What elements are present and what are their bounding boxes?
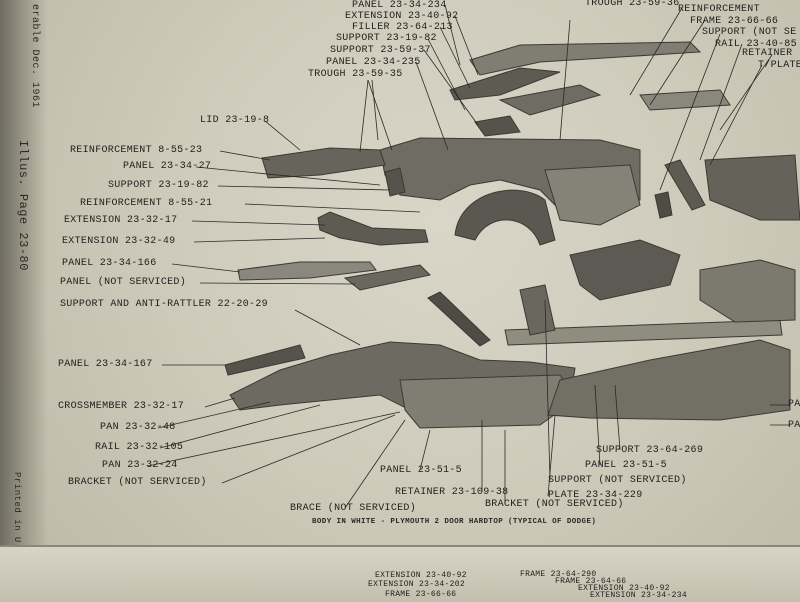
label-panel-23-34-166: PANEL 23-34-166 <box>62 258 157 269</box>
label-bracket-not-serviced-left: BRACKET (NOT SERVICED) <box>68 477 207 488</box>
figure-caption: BODY IN WHITE - PLYMOUTH 2 DOOR HARDTOP … <box>312 518 597 526</box>
extension-part <box>317 211 429 246</box>
label-panel-23-34-27: PANEL 23-34-27 <box>123 161 212 172</box>
label-pan-23-32-48: PAN 23-32-48 <box>100 422 176 433</box>
lower-label-extension-23-40-92: EXTENSION 23-40-92 <box>375 571 467 580</box>
lower-label-extension-23-34-202: EXTENSION 23-34-202 <box>368 580 465 589</box>
label-pa-1: PA <box>788 399 800 410</box>
rear-quarter-part <box>547 339 791 421</box>
front-apron-part <box>544 164 641 226</box>
label-lid-23-19-8: LID 23-19-8 <box>200 115 270 126</box>
label-support-anti-rattler: SUPPORT AND ANTI-RATTLER 22-20-29 <box>60 299 268 310</box>
label-panel-not-serviced: PANEL (NOT SERVICED) <box>60 277 187 288</box>
wheelhouse-part <box>454 189 556 246</box>
label-support-23-19-82-top: SUPPORT 23-19-82 <box>336 33 437 44</box>
lower-label-extension-23-34-234: EXTENSION 23-34-234 <box>590 591 687 600</box>
cowl-side-part <box>384 167 406 197</box>
reinforcement-small-part <box>664 159 706 211</box>
rear-floor-part <box>399 374 576 429</box>
label-support-not-se: SUPPORT (NOT SE <box>702 27 797 38</box>
label-reinforcement-right: REINFORCEMENT <box>678 4 760 15</box>
label-filler-23-64-213: FILLER 23-64-213 <box>352 22 453 33</box>
right-frame-part <box>704 154 800 221</box>
label-panel-23-34-235: PANEL 23-34-235 <box>326 57 421 68</box>
label-reinforcement-8-55-23: REINFORCEMENT 8-55-23 <box>70 145 203 156</box>
panel-166-part <box>237 261 377 281</box>
lower-label-frame-23-64-66: FRAME 23-64-66 <box>555 577 627 586</box>
label-support-not-serviced: SUPPORT (NOT SERVICED) <box>548 475 687 486</box>
support-rear-part <box>498 84 602 116</box>
lower-label-extension-23-40-92-right: EXTENSION 23-40-92 <box>578 584 670 593</box>
label-panel-23-34-234: PANEL 23-34-234 <box>352 0 447 11</box>
label-rail-23-40-85: RAIL 23-40-85 <box>715 39 797 50</box>
label-pa-2: PA <box>788 420 800 431</box>
lid-part <box>261 147 386 179</box>
pillar-part <box>519 284 556 336</box>
label-support-23-19-82: SUPPORT 23-19-82 <box>108 180 209 191</box>
rear-panel-part <box>699 259 796 323</box>
label-panel-23-51-5-right: PANEL 23-51-5 <box>585 460 667 471</box>
label-retainer-right: RETAINER <box>742 48 793 59</box>
label-retainer-23-109-38: RETAINER 23-109-38 <box>395 487 509 498</box>
support-small-part <box>474 115 521 137</box>
label-reinforcement-8-55-21: REINFORCEMENT 8-55-21 <box>80 198 213 209</box>
roof-rail-part <box>469 41 702 76</box>
label-bracket-not-serviced-right: BRACKET (NOT SERVICED) <box>485 499 624 510</box>
label-support-23-59-37: SUPPORT 23-59-37 <box>330 45 431 56</box>
book-gutter <box>0 0 48 560</box>
label-plate-23-34-229: PLATE 23-34-229 <box>548 490 643 501</box>
label-support-23-64-269: SUPPORT 23-64-269 <box>596 445 704 456</box>
label-rail-23-32-105: RAIL 23-32-105 <box>95 442 184 453</box>
label-trough-23-59-36: TROUGH 23-59-36 <box>585 0 680 9</box>
label-crossmember-23-32-17: CROSSMEMBER 23-32-17 <box>58 401 185 412</box>
header-part <box>639 89 731 111</box>
next-page <box>0 545 800 602</box>
label-panel-23-34-167: PANEL 23-34-167 <box>58 359 153 370</box>
lower-label-frame-23-66-66: FRAME 23-66-66 <box>385 590 457 599</box>
label-extension-23-40-92: EXTENSION 23-40-92 <box>345 11 459 22</box>
rocker-rail-part <box>504 319 783 346</box>
label-pan-23-32-24: PAN 23-32-24 <box>102 460 178 471</box>
label-extension-23-32-49: EXTENSION 23-32-49 <box>62 236 176 247</box>
label-trough-23-59-35: TROUGH 23-59-35 <box>308 69 403 80</box>
label-brace-not-serviced: BRACE (NOT SERVICED) <box>290 503 417 514</box>
panel-167-part <box>224 344 306 376</box>
label-extension-23-32-17: EXTENSION 23-32-17 <box>64 215 178 226</box>
support-brace-part <box>427 291 491 347</box>
label-t-plate: T/PLATE <box>758 60 800 71</box>
plenum-part <box>569 239 681 301</box>
lower-label-frame-23-64-290: FRAME 23-64-290 <box>520 570 597 579</box>
panel-not-serviced-part <box>343 264 432 291</box>
label-panel-23-51-5-left: PANEL 23-51-5 <box>380 465 462 476</box>
trough-part <box>449 67 561 101</box>
label-frame-23-66-66: FRAME 23-66-66 <box>690 16 779 27</box>
bracket-small-part <box>654 191 673 219</box>
